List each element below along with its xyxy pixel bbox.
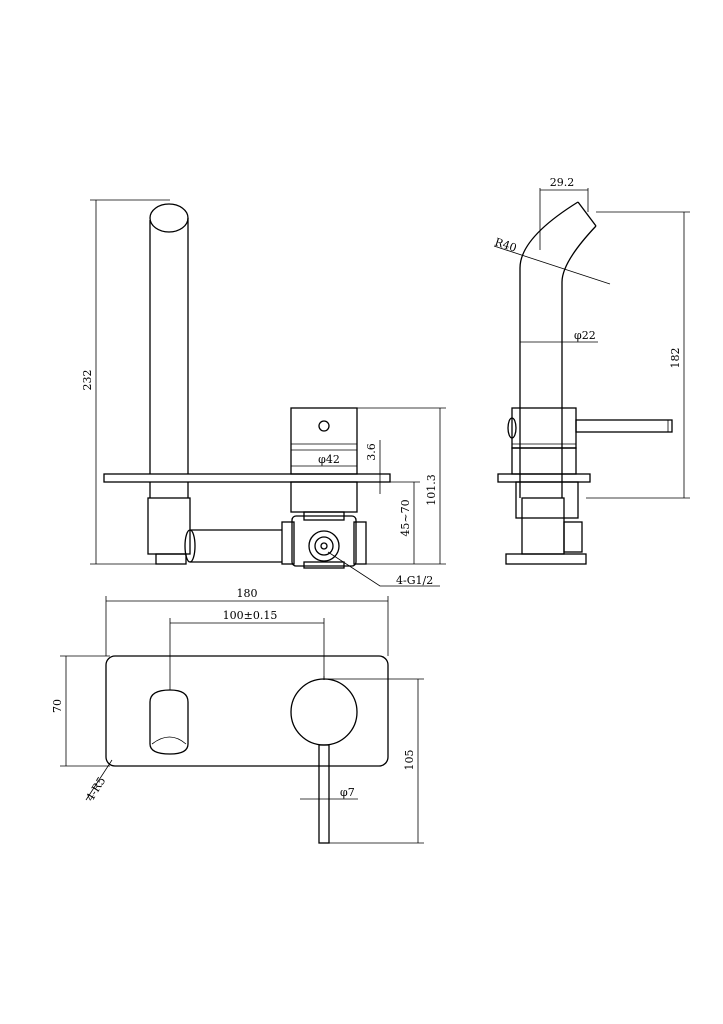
dim-lever-dia: φ7 <box>340 786 355 799</box>
dim-spout-dia: φ22 <box>574 329 596 342</box>
dim-lever-length: 105 <box>403 750 416 771</box>
side-view: 29.2 R40 φ22 182 <box>493 176 690 565</box>
dim-spout-radius: R40 <box>493 235 518 254</box>
inlet-front-outer <box>308 530 340 562</box>
side-body-block <box>521 497 565 555</box>
valve-body <box>290 481 358 513</box>
side-body-lip <box>515 481 579 519</box>
spout-inner-curve <box>561 225 597 498</box>
connector-pipe-end <box>184 529 196 563</box>
front-view: 232 φ42 3.6 101.3 45~70 4-G1/2 <box>81 199 446 587</box>
dim-center-distance: 100±0.15 <box>223 609 278 622</box>
side-lever <box>575 419 673 433</box>
side-body-right <box>563 521 583 553</box>
inlet-front-core <box>320 542 328 550</box>
dim-inlet-thread: 4-G1/2 <box>396 574 433 587</box>
inlet-top <box>303 511 345 521</box>
mixer-housing <box>291 515 357 567</box>
dim-valve-height: 101.3 <box>425 474 438 506</box>
side-wall-plate <box>497 473 591 483</box>
spout-top-ellipse <box>149 203 189 233</box>
spout-body-block <box>147 497 191 555</box>
side-valve-body <box>511 447 577 475</box>
dim-depth-range: 45~70 <box>399 499 412 536</box>
spout-outer-curve <box>519 201 579 498</box>
spout-base <box>155 553 187 565</box>
valve-cap <box>290 407 358 475</box>
dim-plate-height: 70 <box>51 699 64 713</box>
spout-outlet <box>577 201 597 227</box>
inlet-bottom <box>303 561 345 569</box>
dim-plate-thickness: 3.6 <box>365 443 378 461</box>
inlet-front-inner <box>314 536 334 556</box>
plan-view: 180 100±0.15 70 4-R5 105 φ7 <box>51 587 424 844</box>
side-base <box>505 553 587 565</box>
plan-wall-plate <box>105 655 389 767</box>
plan-spout-outlet <box>149 689 189 755</box>
dim-valve-dia: φ42 <box>318 453 340 466</box>
lever-hole <box>318 420 330 432</box>
inlet-left <box>281 521 295 565</box>
dim-spout-offset: 29.2 <box>550 176 575 189</box>
side-valve-knob <box>507 417 517 439</box>
side-valve-cap <box>511 407 577 449</box>
plan-lever <box>318 744 330 844</box>
dim-corner-radius: 4-R5 <box>84 775 109 804</box>
dim-plate-width: 180 <box>237 587 258 600</box>
wall-plate <box>103 473 391 483</box>
dim-spout-height: 182 <box>669 348 682 369</box>
dim-side-height: 232 <box>81 370 94 391</box>
plan-valve-handle <box>290 678 358 746</box>
